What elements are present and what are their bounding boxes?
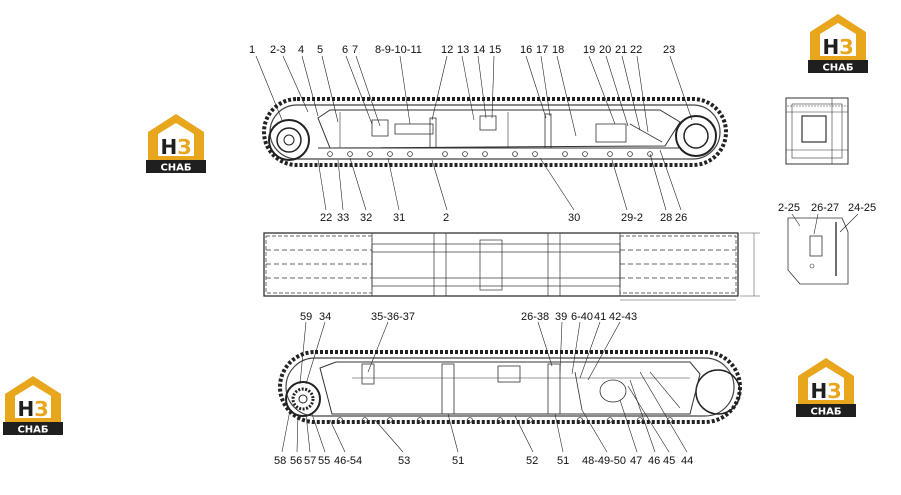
logo-top-right: СНАБ xyxy=(808,14,868,74)
track-side-view-bottom xyxy=(278,321,742,453)
callout: 20 xyxy=(599,44,611,56)
callout: 46-54 xyxy=(334,455,362,467)
callout: 55 xyxy=(318,455,330,467)
callout: 33 xyxy=(337,212,349,224)
svg-text:СНАБ: СНАБ xyxy=(160,163,191,174)
callout: 28 xyxy=(660,212,672,224)
callout: 2-3 xyxy=(270,44,286,56)
callout: 29-2 xyxy=(621,212,643,224)
callout: 58 xyxy=(274,455,286,467)
callout: 1 xyxy=(249,44,255,56)
callout: 46 xyxy=(648,455,660,467)
callout: 57 xyxy=(304,455,316,467)
track-side-view-top xyxy=(255,55,728,211)
callout: 45 xyxy=(663,455,675,467)
svg-text:СНАБ: СНАБ xyxy=(810,407,841,418)
callout: 24-25 xyxy=(848,202,876,214)
callout: 2-25 xyxy=(778,202,800,214)
callout: 39 xyxy=(555,311,567,323)
callout: 15 xyxy=(489,44,501,56)
callout: 47 xyxy=(630,455,642,467)
callout: 32 xyxy=(360,212,372,224)
callouts-lower-top: 59 34 35-36-37 26-38 39 6-40 41 42-43 xyxy=(300,311,637,323)
svg-text:СНАБ: СНАБ xyxy=(822,63,853,74)
callout: 34 xyxy=(319,311,331,323)
callout: 48-49-50 xyxy=(582,455,626,467)
callout: 8-9-10-11 xyxy=(375,44,422,56)
callout: 23 xyxy=(663,44,675,56)
callout: 16 xyxy=(520,44,532,56)
callout: 17 xyxy=(536,44,548,56)
callout: 53 xyxy=(398,455,410,467)
callout: 56 xyxy=(290,455,302,467)
callout: 22 xyxy=(320,212,332,224)
logo-right-lower: СНАБ xyxy=(796,358,856,418)
callout: 7 xyxy=(352,44,358,56)
section-detail: 2-25 26-27 24-25 xyxy=(778,202,876,285)
callouts-top: 1 2-3 4 5 6 7 8-9-10-11 12 13 14 15 16 1… xyxy=(249,44,675,56)
svg-text:СНАБ: СНАБ xyxy=(17,425,48,436)
callout: 31 xyxy=(393,212,405,224)
callout: 6 xyxy=(342,44,348,56)
callout: 22 xyxy=(630,44,642,56)
callout: 52 xyxy=(526,455,538,467)
callout: 6-40 xyxy=(571,311,593,323)
callout: 26-27 xyxy=(811,202,839,214)
callout: 18 xyxy=(552,44,564,56)
callout: 59 xyxy=(300,311,312,323)
callout: 4 xyxy=(298,44,304,56)
callout: 19 xyxy=(583,44,595,56)
callout: 2 xyxy=(443,212,449,224)
callout: 51 xyxy=(452,455,464,467)
end-view-detail xyxy=(785,97,849,165)
callout: 42-43 xyxy=(609,311,637,323)
callout: 35-36-37 xyxy=(371,311,415,323)
callout: 26-38 xyxy=(521,311,549,323)
callout: 14 xyxy=(473,44,485,56)
callout: 21 xyxy=(615,44,627,56)
track-plan-view xyxy=(263,232,760,301)
callout: 13 xyxy=(457,44,469,56)
callout: 44 xyxy=(681,455,693,467)
callout: 30 xyxy=(568,212,580,224)
callouts-lower-bottom: 58 56 57 55 46-54 53 51 52 51 48-49-50 4… xyxy=(274,455,693,467)
callout: 26 xyxy=(675,212,687,224)
callout: 41 xyxy=(594,311,606,323)
callout: 51 xyxy=(557,455,569,467)
callout: 12 xyxy=(441,44,453,56)
callout: 5 xyxy=(317,44,323,56)
logo-left-lower: СНАБ xyxy=(3,376,63,436)
callouts-top-bottom: 22 33 32 31 2 30 29-2 28 26 xyxy=(320,212,687,224)
logo-left-upper: СНАБ xyxy=(146,114,206,174)
